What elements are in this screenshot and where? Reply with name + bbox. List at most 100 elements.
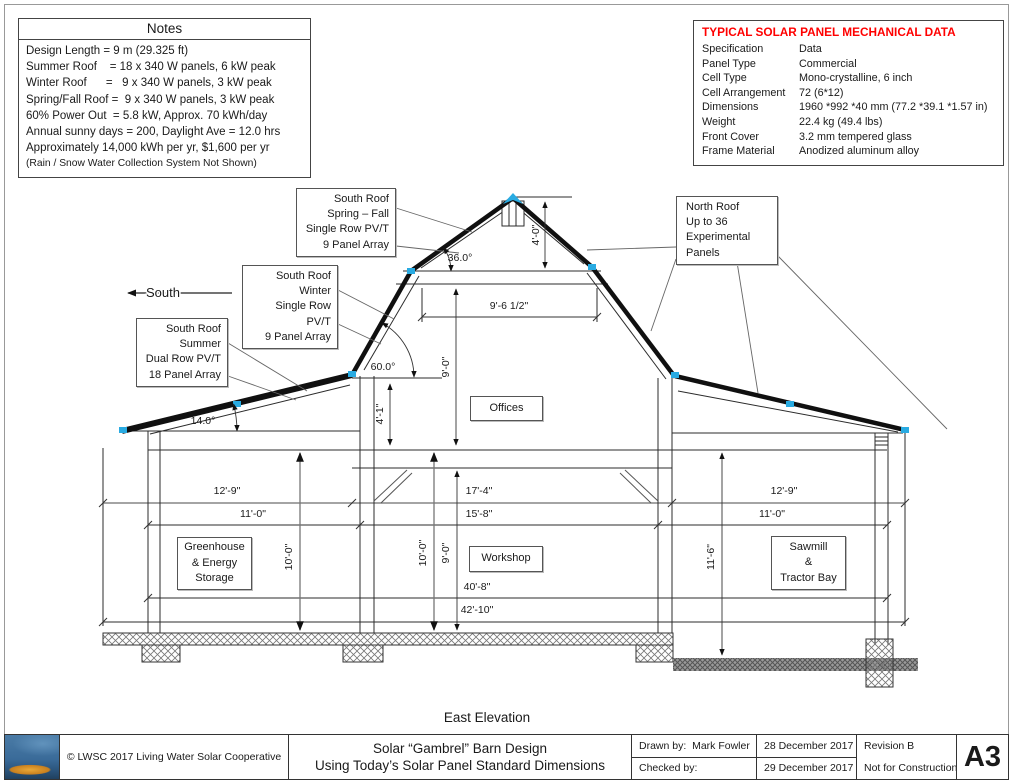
- notes-line: Summer Roof = 18 x 340 W panels, 6 kW pe…: [26, 61, 276, 74]
- dim-right-bay-height: 11'-6": [705, 544, 717, 570]
- callout-winter-roof: South Roof Winter Single Row PV/T 9 Pane…: [242, 265, 338, 350]
- table-row: Dimensions 1960 *992 *40 mm (77.2 *39.1 *…: [702, 100, 997, 115]
- room-name: Greenhouse: [184, 541, 245, 554]
- dim-left-bay-inner: 11'-0": [240, 508, 266, 520]
- dim-angle-lower: 14.0°: [191, 415, 216, 427]
- drawn-by: Drawn by: Mark Fowler: [632, 735, 756, 758]
- spec-label: Frame Material: [702, 145, 775, 158]
- room-name: Workshop: [481, 552, 531, 565]
- spec-value: 3.2 mm tempered glass: [799, 130, 912, 143]
- date-checked: 29 December 2017: [764, 762, 854, 775]
- notes-title: Notes: [19, 19, 310, 40]
- dim-left-bay-height: 10'-0": [283, 543, 295, 570]
- spec-label: Panel Type: [702, 57, 756, 70]
- callout-line: South Roof: [333, 193, 389, 205]
- foundation-hatching: [102, 632, 918, 688]
- notes-line: Design Length = 9 m (29.325 ft): [26, 45, 189, 57]
- notes-line: (Rain / Snow Water Collection System Not…: [26, 158, 257, 170]
- drawing-title: Solar “Gambrel” Barn Design Using Today’…: [288, 735, 631, 779]
- dates-cell: 28 December 2017 29 December 2017: [756, 735, 856, 779]
- room-name: &: [804, 556, 813, 569]
- callout-line: Single Row PV/T: [305, 223, 389, 236]
- date-drawn: 28 December 2017: [757, 735, 856, 758]
- dim-angle-upper: 36.0°: [448, 252, 473, 264]
- spec-label: Cell Arrangement: [702, 86, 786, 99]
- callout-line: Single Row PV/T: [275, 300, 331, 328]
- callout-line: Dual Row PV/T: [145, 353, 221, 366]
- south-direction-arrow: South: [127, 284, 232, 302]
- status-label: Not for Construction: [864, 762, 958, 774]
- dim-office-height: 9'-0": [440, 356, 452, 377]
- spec-label: Cell Type: [702, 72, 747, 85]
- room-label-offices: Offices: [470, 396, 543, 421]
- dim-center-inner: 15'-8": [466, 508, 493, 520]
- callout-line: 9 Panel Array: [264, 330, 331, 343]
- dimension-texts: 36.0° 60.0° 14.0° 4'-0" 9'-6 1/2" 9'-0" …: [191, 224, 798, 616]
- drawn-checked-cell: Drawn by: Mark Fowler Checked by:: [631, 735, 756, 779]
- callout-line: 18 Panel Array: [148, 368, 221, 381]
- spec-value: 22.4 kg (49.4 lbs): [799, 115, 883, 128]
- notes-line: Approximately 14,000 kWh per yr, $1,600 …: [26, 142, 270, 155]
- spec-value: 72 (6*12): [799, 86, 844, 99]
- callout-line: Winter: [299, 285, 331, 298]
- room-name: Tractor Bay: [780, 571, 837, 584]
- spec-value: Commercial: [799, 57, 857, 70]
- south-label: South: [146, 285, 180, 300]
- dim-knee-wall: 4'-1": [374, 403, 386, 424]
- notes-line: 60% Power Out = 5.8 kW, Approx. 70 kWh/d…: [26, 109, 268, 122]
- lwsc-logo: [5, 735, 59, 779]
- callout-line: Panels: [686, 246, 720, 259]
- panel-table-title: TYPICAL SOLAR PANEL MECHANICAL DATA: [702, 25, 956, 39]
- spec-label: Front Cover: [702, 130, 759, 143]
- spec-label: Weight: [702, 115, 736, 128]
- room-label-workshop: Workshop: [469, 546, 543, 572]
- dim-angle-mid: 60.0°: [371, 361, 396, 373]
- table-row: Cell Type Mono-crystalline, 6 inch: [702, 71, 997, 86]
- callout-line: Summer: [179, 338, 221, 351]
- dimension-ticks: [98, 312, 910, 627]
- dim-right-bay-inner: 11'-0": [759, 508, 785, 520]
- callout-summer-roof: South Roof Summer Dual Row PV/T 18 Panel…: [136, 318, 228, 387]
- spec-label: Dimensions: [702, 101, 759, 114]
- notes-line: Annual sunny days = 200, Daylight Ave = …: [26, 126, 281, 139]
- room-name: Sawmill: [789, 540, 828, 553]
- solar-panel-data-table: TYPICAL SOLAR PANEL MECHANICAL DATA Spec…: [693, 20, 1004, 166]
- dim-peak-height: 4'-0": [530, 224, 542, 245]
- revision-label: Revision B: [864, 740, 915, 752]
- dim-workshop-height-inner: 9'-0": [440, 542, 452, 563]
- spec-value: 1960 *992 *40 mm (77.2 *39.1 *1.57 in): [799, 101, 988, 114]
- table-row: Specification Data: [702, 42, 997, 57]
- revision-cell: Revision B Not for Construction: [856, 735, 958, 779]
- room-label-greenhouse: Greenhouse & Energy Storage: [177, 537, 252, 590]
- callout-line: Up to 36: [686, 216, 728, 229]
- spec-value: Data: [799, 43, 822, 55]
- dim-outer-width: 42'-10": [461, 604, 494, 616]
- leader-lines: [227, 207, 948, 430]
- notes-line: Winter Roof = 9 x 340 W panels, 3 kW pea…: [26, 77, 272, 90]
- title-block: © LWSC 2017 Living Water Solar Cooperati…: [4, 734, 1009, 780]
- callout-line: Spring – Fall: [327, 208, 389, 221]
- callout-spring-fall-roof: South Roof Spring – Fall Single Row PV/T…: [296, 188, 396, 257]
- callout-line: Experimental: [686, 231, 751, 244]
- callout-line: 9 Panel Array: [322, 238, 389, 251]
- dim-center-outer: 17'-4": [466, 485, 493, 497]
- spec-value: Anodized aluminum alloy: [799, 145, 920, 158]
- sheet-number: A3: [956, 735, 1008, 779]
- dim-inner-width: 40'-8": [464, 581, 491, 593]
- room-name: Storage: [195, 572, 234, 585]
- callout-line: North Roof: [686, 201, 740, 213]
- table-row: Frame Material Anodized aluminum alloy: [702, 144, 997, 159]
- table-row: Weight 22.4 kg (49.4 lbs): [702, 115, 997, 130]
- checked-by: Checked by:: [639, 762, 698, 775]
- notes-box: Notes Design Length = 9 m (29.325 ft) Su…: [18, 18, 311, 178]
- callout-line: South Roof: [165, 323, 221, 335]
- table-row: Panel Type Commercial: [702, 57, 997, 72]
- table-row: Cell Arrangement 72 (6*12): [702, 86, 997, 101]
- view-title: East Elevation: [443, 710, 531, 725]
- dim-right-bay-outer: 12'-9": [771, 485, 798, 497]
- dim-collar-width: 9'-6 1/2": [490, 300, 529, 312]
- spec-label: Specification: [702, 43, 764, 55]
- room-name: Offices: [489, 401, 524, 414]
- spec-value: Mono-crystalline, 6 inch: [799, 72, 913, 85]
- callout-north-roof: North Roof Up to 36 Experimental Panels: [676, 196, 778, 265]
